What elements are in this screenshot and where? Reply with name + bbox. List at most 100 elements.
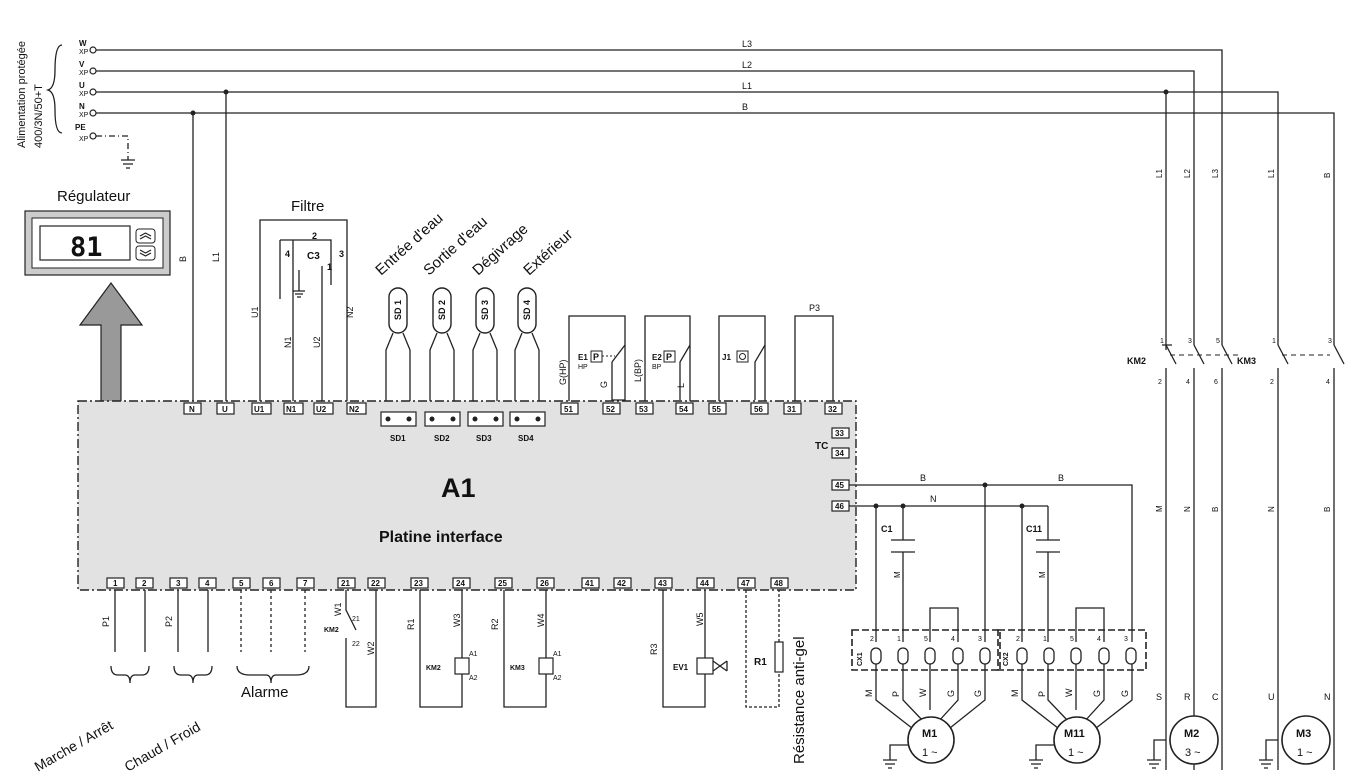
pin: 3	[1124, 636, 1128, 643]
c1-label: C1	[881, 524, 893, 534]
terminal: U1	[254, 405, 265, 414]
m2-lead: R	[1184, 692, 1191, 702]
pin: 5	[1070, 636, 1074, 643]
terminal: 26	[540, 579, 549, 588]
alarme-label: Alarme	[241, 684, 289, 701]
terminal-w: W	[79, 39, 87, 48]
sensor-tag: SD 3	[480, 300, 490, 320]
board-a1	[77, 400, 857, 591]
p3-label: P3	[809, 303, 820, 313]
terminal: 1	[113, 579, 118, 588]
filter: Filtre 2 4 C3 3 1 U1 N1 U2 N2	[250, 198, 355, 402]
terminal: N2	[349, 405, 360, 414]
filter-wire: N2	[345, 306, 355, 318]
supply-label-line1: Alimentation protégée	[16, 41, 28, 148]
fan-motors: B B N C1 M C11 M CX1 CX2 2 1 5 4 3 2 1 5…	[849, 473, 1147, 769]
m3-lead: N	[1324, 692, 1331, 702]
filter-pin: 3	[339, 249, 344, 259]
marche-arret-label: Marche / Arrêt	[32, 717, 116, 775]
terminal: 3	[176, 579, 181, 588]
lead: M	[1010, 690, 1020, 698]
lead: P	[891, 691, 901, 697]
line-l2-label: L2	[742, 60, 752, 70]
w1-label: W1	[333, 603, 343, 617]
terminal: 33	[835, 429, 844, 438]
chevron-down-icon	[139, 249, 152, 257]
terminal: 2	[142, 579, 147, 588]
terminal: 45	[835, 481, 844, 490]
motor-m11	[1053, 716, 1101, 764]
lead: G	[1120, 690, 1130, 697]
km3-lead: L1	[1267, 169, 1276, 178]
km2-out: B	[1211, 507, 1220, 512]
ev1-label: EV1	[673, 663, 689, 672]
pin: 1	[897, 636, 901, 643]
contact-21: 21	[352, 616, 360, 623]
xp-label: XP	[79, 49, 89, 56]
pin: 2	[1016, 636, 1020, 643]
a1-label: A1	[553, 651, 562, 658]
pole: 4	[1186, 379, 1190, 386]
m1-label: M1	[922, 728, 937, 740]
lead: W	[918, 688, 928, 697]
terminal: U	[222, 405, 228, 414]
filter-pin: 2	[312, 231, 317, 241]
bottom-circuits: P1 P2 Marche / Arrêt Chaud / Froid Alarm…	[32, 590, 808, 775]
a2-label: A2	[469, 675, 478, 682]
w3-label: W3	[452, 614, 462, 628]
board-tc-label: TC	[815, 441, 828, 452]
filter-wire: U1	[250, 306, 260, 318]
hp-label: HP	[578, 364, 588, 371]
connector-label: SD1	[390, 434, 406, 443]
motor-m1	[907, 716, 955, 764]
m11-label: M11	[1064, 728, 1085, 740]
pole: 6	[1214, 379, 1218, 386]
chaud-froid-label: Chaud / Froid	[122, 718, 203, 774]
terminal: 53	[639, 405, 648, 414]
m3-lead: U	[1268, 692, 1275, 702]
terminal: 31	[787, 405, 796, 414]
terminal: 34	[835, 449, 844, 458]
regulator-display: 81	[70, 232, 103, 263]
km3-out: N	[1267, 506, 1276, 512]
filter-label: Filtre	[291, 198, 324, 215]
terminal-n: N	[79, 102, 85, 111]
km3-coil-label: KM3	[510, 665, 525, 672]
lbp-label: L(BP)	[633, 359, 643, 382]
r1-label: R1	[406, 618, 416, 630]
lead: G	[946, 690, 956, 697]
a2-label: A2	[553, 675, 562, 682]
terminal: 43	[658, 579, 667, 588]
pole: 1	[1272, 338, 1276, 345]
terminal: 41	[585, 579, 594, 588]
contactors: L1 L2 L3 L1 B 1 3 5 1 3 KM2 KM3 2 4 6 2 …	[1127, 169, 1345, 770]
w4-label: W4	[536, 614, 546, 628]
terminal: 5	[239, 579, 244, 588]
connector-label: SD4	[518, 434, 534, 443]
km3-out: B	[1323, 507, 1332, 512]
terminal: 52	[606, 405, 615, 414]
j1-label: J1	[722, 353, 731, 362]
p-label: P	[593, 352, 599, 362]
lead: M	[864, 690, 874, 698]
m2-lead: S	[1156, 692, 1162, 702]
p2-label: P2	[164, 616, 174, 627]
terminal-pe: PE	[75, 123, 86, 132]
wire-l1-label: L1	[211, 252, 221, 262]
contact-22: 22	[352, 641, 360, 648]
km2-lead: L3	[1211, 169, 1220, 178]
connector-label: SD2	[434, 434, 450, 443]
wire-b: B	[1058, 473, 1064, 483]
pin: 5	[924, 636, 928, 643]
sensor-tag: SD 1	[393, 300, 403, 320]
pole: 5	[1216, 338, 1220, 345]
terminal: 47	[741, 579, 750, 588]
km2-lead: L2	[1183, 169, 1192, 178]
terminal: 4	[205, 579, 210, 588]
lead: P	[1037, 691, 1047, 697]
xp-label: XP	[79, 91, 89, 98]
wire-b: B	[920, 473, 926, 483]
regulator-label: Régulateur	[57, 188, 130, 205]
board-name: Platine interface	[379, 529, 503, 546]
